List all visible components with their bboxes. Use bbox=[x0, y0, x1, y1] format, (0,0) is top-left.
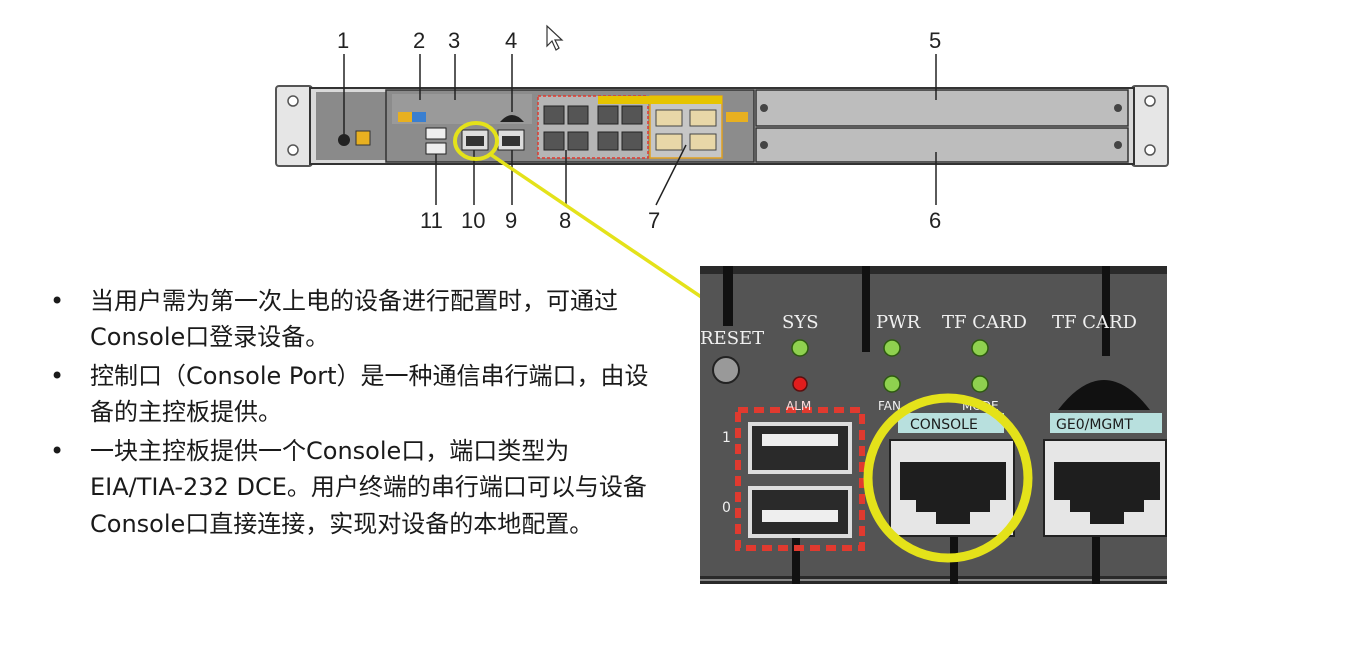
tf-card-led bbox=[971, 339, 989, 357]
expansion-slot-6 bbox=[755, 127, 1129, 163]
pwr-label: PWR bbox=[876, 312, 921, 333]
slot6-screw-left bbox=[760, 141, 768, 149]
bullet-item: • 控制口（Console Port）是一种通信串行端口，由设备的主控板提供。 bbox=[48, 358, 658, 431]
mode-led bbox=[971, 375, 989, 393]
tf-card-label: TF CARD bbox=[942, 312, 1027, 333]
tf-card-slot-label: TF CARD bbox=[1052, 312, 1137, 333]
bullet-text: 当用户需为第一次上电的设备进行配置时，可通过Console口登录设备。 bbox=[90, 287, 618, 352]
callout-8: 8 bbox=[559, 208, 572, 233]
usb-port-1-tongue bbox=[762, 434, 838, 446]
pwr-led bbox=[883, 339, 901, 357]
console-port-small-inner bbox=[466, 136, 484, 146]
left-ear-hole-top bbox=[287, 95, 299, 107]
ground-screw bbox=[338, 134, 350, 146]
slot5-screw-right bbox=[1114, 104, 1122, 112]
ge0-mgmt-label: GE0/MGMT bbox=[1056, 417, 1133, 433]
slot5-screw-left bbox=[760, 104, 768, 112]
callout-10: 10 bbox=[461, 208, 486, 233]
alm-led bbox=[792, 376, 808, 392]
callout-2: 2 bbox=[413, 28, 426, 53]
description-list: • 当用户需为第一次上电的设备进行配置时，可通过Console口登录设备。 • … bbox=[48, 283, 658, 544]
console-label-bg bbox=[898, 413, 1004, 433]
zoomed-inset: RESET SYS PWR TF CARD TF CARD ALM FAN MO… bbox=[700, 266, 1167, 584]
callout-5: 5 bbox=[929, 28, 942, 53]
usb1-label: 1 bbox=[722, 430, 731, 446]
bullet-dot: • bbox=[50, 436, 65, 465]
callout-11: 11 bbox=[420, 208, 443, 233]
reset-button bbox=[712, 356, 740, 384]
left-ear-hole-bottom bbox=[287, 144, 299, 156]
cursor-icon bbox=[546, 24, 564, 51]
info-label bbox=[412, 112, 426, 122]
fan-led bbox=[883, 375, 901, 393]
usb-port-0-tongue bbox=[762, 510, 838, 522]
chassis-dark-strip bbox=[316, 92, 386, 160]
esd-label bbox=[355, 130, 371, 146]
bullet-item: • 一块主控板提供一个Console口，端口类型为EIA/TIA-232 DCE… bbox=[48, 433, 658, 542]
callout-7: 7 bbox=[648, 208, 661, 233]
usb0-label: 0 bbox=[722, 500, 731, 516]
right-ear-hole-bottom bbox=[1144, 144, 1156, 156]
console-label: CONSOLE bbox=[910, 417, 978, 433]
usb-port-0 bbox=[425, 142, 447, 155]
bullet-dot: • bbox=[50, 361, 65, 390]
sfp-ports bbox=[655, 109, 717, 151]
usb-port-1-zoom bbox=[748, 422, 852, 474]
reset-label: RESET bbox=[700, 328, 764, 349]
mgmt-port-jack bbox=[1054, 462, 1160, 524]
callout-1: 1 bbox=[337, 28, 350, 53]
console-highlight-small bbox=[453, 121, 499, 161]
bullet-text: 控制口（Console Port）是一种通信串行端口，由设备的主控板提供。 bbox=[90, 361, 649, 427]
bullet-text: 一块主控板提供一个Console口，端口类型为EIA/TIA-232 DCE。用… bbox=[90, 436, 647, 538]
callout-6: 6 bbox=[929, 208, 942, 233]
mgmt-label-bg bbox=[1050, 413, 1162, 433]
ge-ports bbox=[543, 105, 643, 151]
callout-9: 9 bbox=[505, 208, 518, 233]
usb-port-1 bbox=[425, 127, 447, 140]
slot6-screw-right bbox=[1114, 141, 1122, 149]
callout-3: 3 bbox=[448, 28, 461, 53]
right-ear-hole-top bbox=[1144, 95, 1156, 107]
alm-label: ALM bbox=[786, 399, 811, 413]
warning-label bbox=[398, 112, 412, 122]
mgmt-port-small-inner bbox=[502, 136, 520, 146]
tf-card-slot-small bbox=[500, 115, 524, 122]
sys-label: SYS bbox=[782, 312, 819, 333]
callout-4: 4 bbox=[505, 28, 518, 53]
tf-card-slot bbox=[1058, 380, 1150, 410]
bullet-dot: • bbox=[50, 287, 65, 315]
fan-label: FAN bbox=[878, 399, 901, 413]
sfp-led-strip bbox=[598, 96, 722, 104]
bullet-item: • 当用户需为第一次上电的设备进行配置时，可通过Console口登录设备。 bbox=[48, 283, 658, 356]
console-highlight-large bbox=[863, 393, 1033, 563]
usb-group-dashed bbox=[735, 407, 865, 551]
status-label bbox=[726, 112, 748, 122]
console-port-jack bbox=[900, 462, 1006, 524]
expansion-slot-5 bbox=[755, 89, 1129, 127]
sys-led bbox=[791, 339, 809, 357]
